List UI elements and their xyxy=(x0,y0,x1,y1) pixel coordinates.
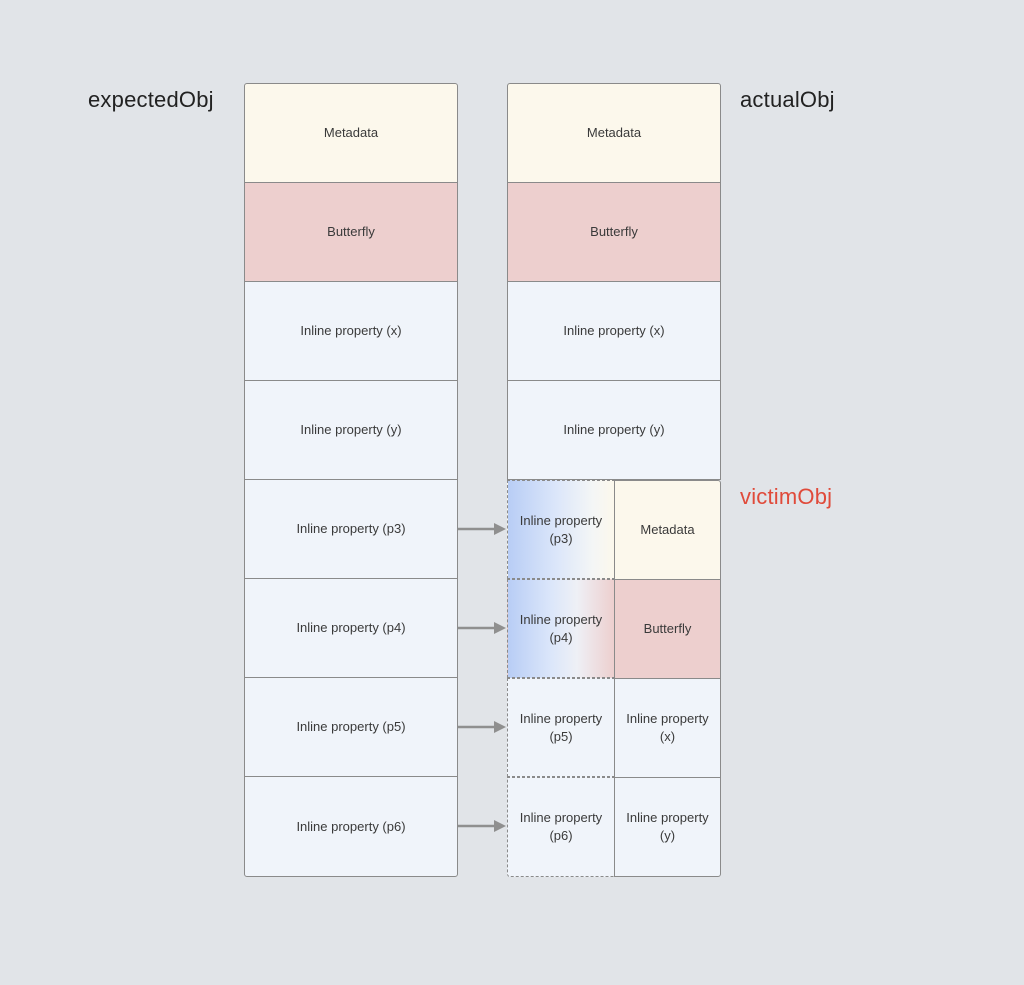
actual-butterfly-cell: Butterfly xyxy=(507,182,721,282)
cell-label: Inline property (y) xyxy=(626,810,709,843)
actual-inline-x-cell: Inline property (x) xyxy=(507,281,721,381)
cell-label: Butterfly xyxy=(590,224,638,239)
expected-obj-label: expectedObj xyxy=(88,87,214,112)
arrow-p3 xyxy=(458,523,506,535)
cell-label: Butterfly xyxy=(643,621,692,636)
cell-label: Inline property (p6) xyxy=(519,810,603,843)
expected-inline-p3-cell: Inline property (p3) xyxy=(244,479,458,579)
cell-label: Inline property (p3) xyxy=(296,521,406,536)
victim-inline-x-cell: Inline property (x) xyxy=(614,678,721,778)
expected-inline-p6-cell: Inline property (p6) xyxy=(244,776,458,877)
actual-overflow-p4-cell: Inline property (p4) xyxy=(507,579,615,678)
expected-inline-p5-cell: Inline property (p5) xyxy=(244,677,458,777)
cell-label: Inline property (x) xyxy=(626,711,709,744)
cell-label: Inline property (x) xyxy=(300,323,402,338)
victim-metadata-cell: Metadata xyxy=(614,480,721,580)
victim-butterfly-cell: Butterfly xyxy=(614,579,721,679)
cell-label: Inline property (y) xyxy=(300,422,402,437)
arrow-p6 xyxy=(458,820,506,832)
actual-overflow-p3-cell: Inline property (p3) xyxy=(507,480,615,579)
cell-label: Metadata xyxy=(323,125,379,140)
cell-label: Metadata xyxy=(640,522,695,537)
expected-inline-p4-cell: Inline property (p4) xyxy=(244,578,458,678)
cell-label: Inline property (p4) xyxy=(296,620,406,635)
cell-label: Inline property (p3) xyxy=(519,512,603,546)
actual-inline-y-cell: Inline property (y) xyxy=(507,380,721,480)
expected-metadata-cell: Metadata xyxy=(244,83,458,183)
victim-inline-y-cell: Inline property (y) xyxy=(614,777,721,877)
expected-inline-y-cell: Inline property (y) xyxy=(244,380,458,480)
actual-metadata-cell: Metadata xyxy=(507,83,721,183)
cell-label: Inline property (p5) xyxy=(296,719,406,734)
arrow-p5 xyxy=(458,721,506,733)
cell-label: Butterfly xyxy=(327,224,375,239)
actual-obj-label: actualObj xyxy=(740,87,835,112)
cell-label: Inline property (p4) xyxy=(519,611,603,645)
cell-label: Inline property (p6) xyxy=(296,818,406,834)
cell-label: Metadata xyxy=(586,125,642,140)
victim-obj-label: victimObj xyxy=(740,484,833,509)
cell-label: Inline property (x) xyxy=(563,323,665,338)
actual-overflow-p6-cell: Inline property (p6) xyxy=(507,777,615,877)
expected-inline-x-cell: Inline property (x) xyxy=(244,281,458,381)
actual-overflow-p5-cell: Inline property (p5) xyxy=(507,678,615,777)
cell-label: Inline property (p5) xyxy=(519,710,603,744)
arrow-p4 xyxy=(458,622,506,634)
cell-label: Inline property (y) xyxy=(563,422,665,437)
expected-butterfly-cell: Butterfly xyxy=(244,182,458,282)
